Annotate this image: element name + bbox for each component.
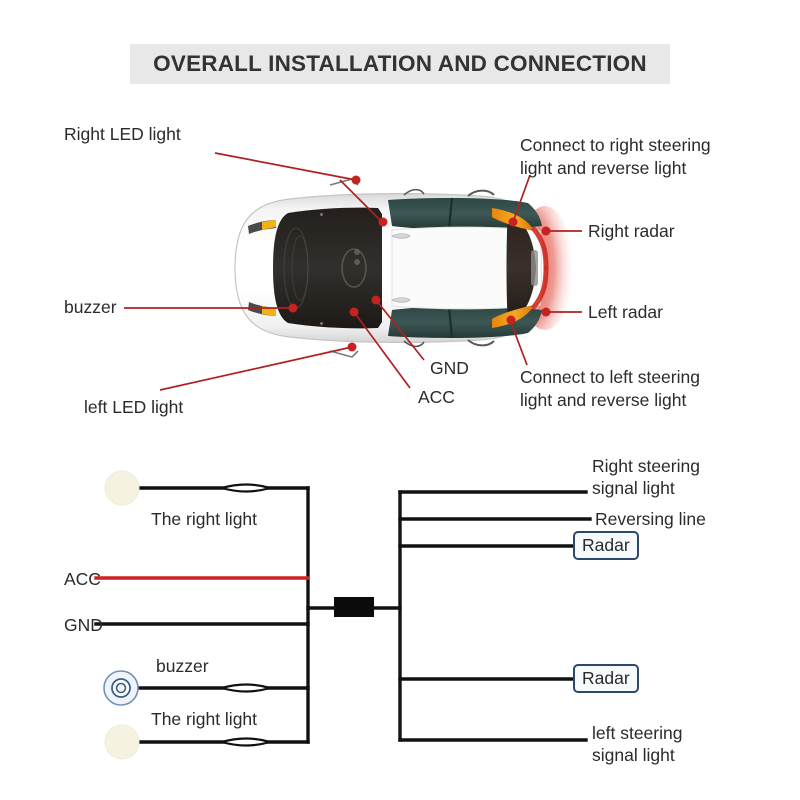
callout-line-right-led-b xyxy=(339,179,383,223)
car-top-view xyxy=(234,178,573,358)
wiring-label-right-light-bottom: The right light xyxy=(151,709,258,729)
wiring-label-buzzer: buzzer xyxy=(156,656,209,676)
wiring-label-right-light-top: The right light xyxy=(151,509,258,529)
wiring-label-gnd: GND xyxy=(64,615,103,635)
callout-label-right-led-light: Right LED light xyxy=(64,124,181,144)
callout-label-connect-right-steering: Connect to right steering light and reve… xyxy=(520,135,711,179)
callout-line-connect-left xyxy=(509,319,528,366)
callout-line-gnd xyxy=(375,299,425,361)
page-title: OVERALL INSTALLATION AND CONNECTION xyxy=(153,51,647,76)
callout-label-buzzer: buzzer xyxy=(64,297,117,317)
callout-label-left-led-light: left LED light xyxy=(84,397,184,417)
wiring-label-left-steering-signal-light: left steering signal light xyxy=(592,723,683,766)
callout-line-left-led xyxy=(159,346,353,391)
callout-label-left-radar: Left radar xyxy=(588,302,663,322)
callout-dots xyxy=(288,175,551,352)
callout-line-acc xyxy=(353,311,411,389)
callout-label-acc: ACC xyxy=(418,387,455,407)
wiring-label-right-steering-signal-light: Right steering signal light xyxy=(592,456,700,499)
callout-label-right-radar: Right radar xyxy=(588,221,675,241)
callout-label-connect-left-steering: Connect to left steering light and rever… xyxy=(520,367,700,411)
radar-box-top[interactable]: Radar xyxy=(573,531,639,561)
callout-line-connect-right xyxy=(512,174,531,223)
radar-box-bottom[interactable]: Radar xyxy=(573,664,639,694)
main-connector-block xyxy=(334,597,374,617)
callout-label-gnd: GND xyxy=(430,358,469,378)
page-title-banner: OVERALL INSTALLATION AND CONNECTION xyxy=(130,44,670,84)
inline-connector-bottom xyxy=(218,737,274,747)
inline-connector-top xyxy=(218,483,274,493)
inline-connector-buzzer xyxy=(218,683,274,693)
wiring-label-reversing-line: Reversing line xyxy=(595,509,706,529)
callout-line-right-led xyxy=(214,152,357,181)
led-icon-right-light-top xyxy=(104,470,140,506)
led-icon-right-light-bottom xyxy=(104,724,140,760)
wiring-label-acc: ACC xyxy=(64,569,101,589)
buzzer-icon xyxy=(103,670,139,706)
